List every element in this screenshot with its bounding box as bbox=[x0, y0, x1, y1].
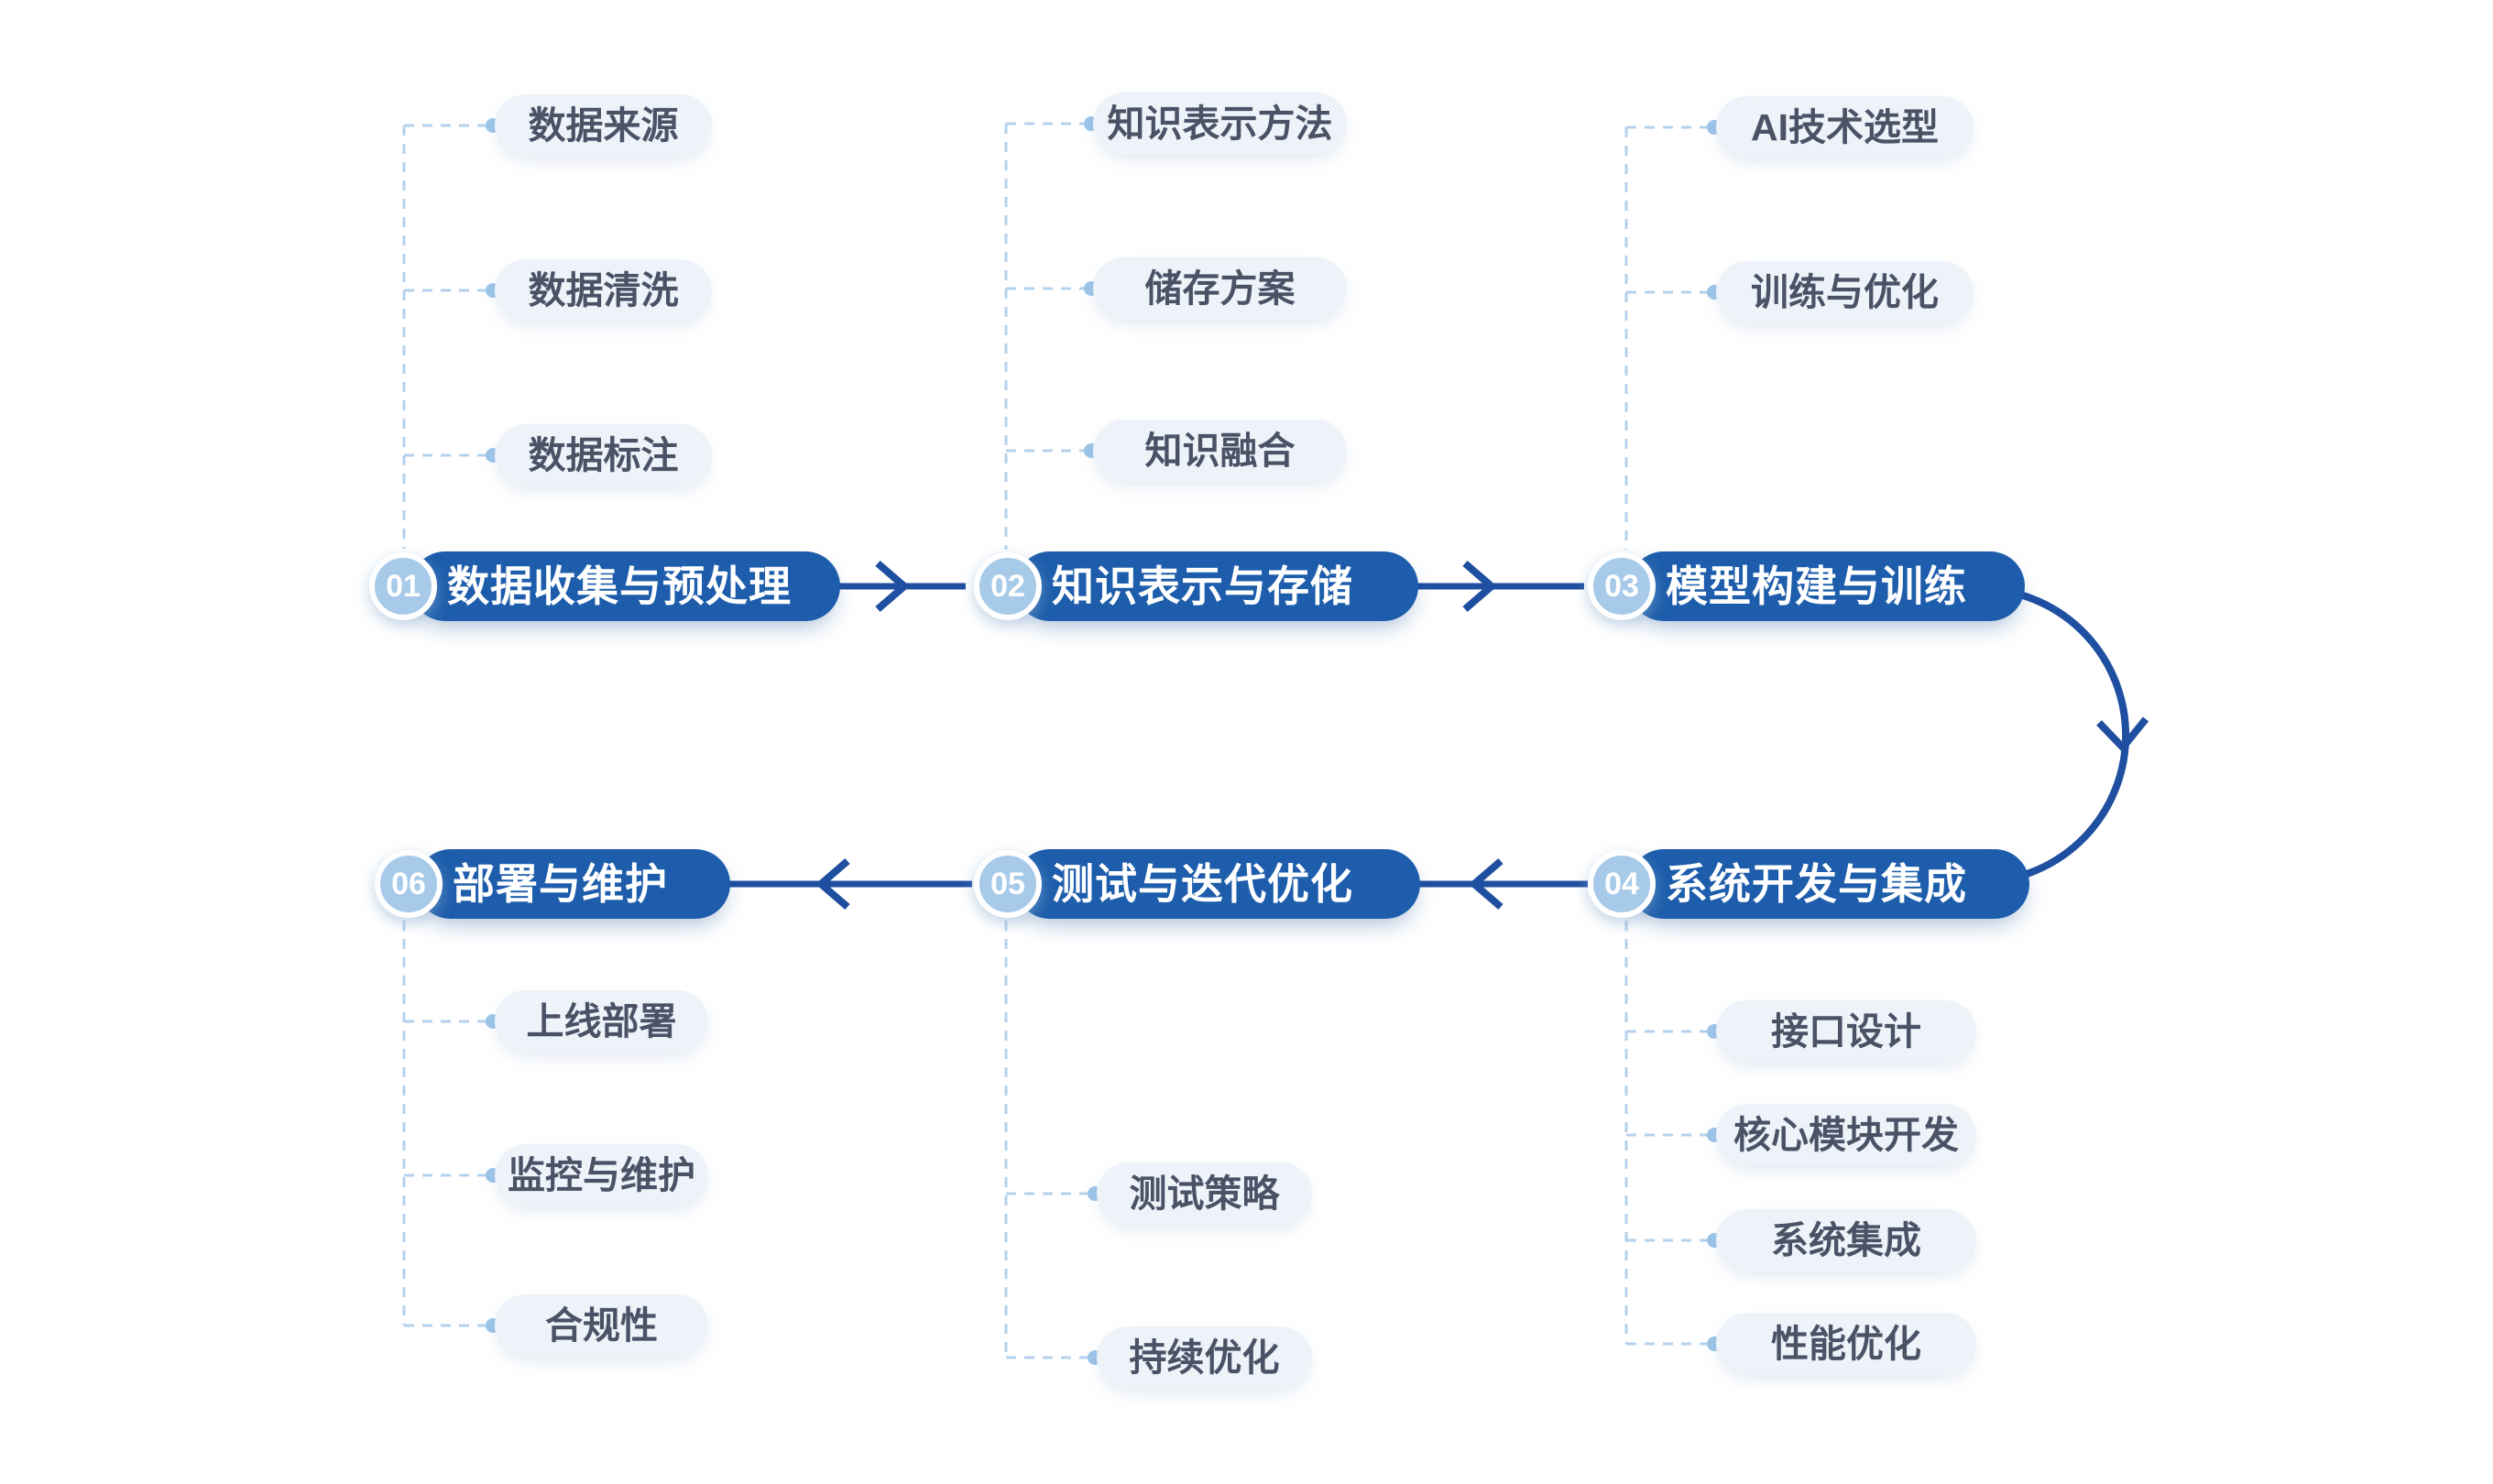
sub-item-pill: 接口设计 bbox=[1716, 1000, 1976, 1063]
stage-number-badge-04: 04 bbox=[1588, 850, 1656, 918]
stage-node-06-title: 部署与维护 bbox=[416, 849, 730, 919]
sub-item-pill: 上线部署 bbox=[495, 990, 708, 1053]
arrow-stage5-to-stage6 bbox=[695, 857, 972, 911]
dashed-connector-stage1-top bbox=[402, 124, 487, 549]
stage-node-03-title: 模型构建与训练 bbox=[1629, 551, 2025, 621]
sub-item-pill: 监控与维护 bbox=[495, 1144, 708, 1206]
dashed-connector-stage2-top bbox=[1004, 122, 1086, 550]
sub-item-pill: AI技术选型 bbox=[1716, 96, 1974, 158]
sub-item-pill: 数据清洗 bbox=[495, 259, 712, 322]
stage-node-04-title: 系统开发与集成 bbox=[1629, 849, 2029, 919]
stage-number-badge-06: 06 bbox=[375, 850, 443, 918]
curve-arrow-stage3-to-stage4 bbox=[1987, 585, 2149, 885]
stage-node-02-title: 知识表示与存储 bbox=[1015, 551, 1418, 621]
stage-node-05-title: 测试与迭代优化 bbox=[1015, 849, 1420, 919]
sub-item-pill: 数据来源 bbox=[495, 94, 712, 157]
sub-item-pill: 数据标注 bbox=[495, 424, 712, 486]
sub-item-pill: 性能优化 bbox=[1716, 1313, 1976, 1375]
sub-item-pill: 持续优化 bbox=[1097, 1326, 1312, 1389]
sub-item-pill: 储存方案 bbox=[1093, 257, 1347, 320]
sub-item-pill: 训练与优化 bbox=[1716, 261, 1974, 323]
stage-number-badge-01: 01 bbox=[369, 552, 437, 620]
sub-item-pill: 核心模块开发 bbox=[1716, 1104, 1976, 1166]
sub-item-pill: 知识表示方法 bbox=[1093, 93, 1347, 155]
sub-item-pill: 知识融合 bbox=[1093, 420, 1347, 482]
stage-node-01-title: 数据收集与预处理 bbox=[410, 551, 840, 621]
dashed-connector-stage3-top bbox=[1624, 125, 1709, 550]
sub-item-pill: 系统集成 bbox=[1716, 1209, 1976, 1271]
sub-item-pill: 测试策略 bbox=[1097, 1162, 1312, 1225]
stage-number-badge-05: 05 bbox=[974, 850, 1042, 918]
dashed-connector-stage4-bottom bbox=[1624, 921, 1709, 1346]
stage-number-badge-02: 02 bbox=[974, 552, 1042, 620]
dashed-connector-stage5-bottom bbox=[1004, 921, 1089, 1359]
sub-item-pill: 合规性 bbox=[495, 1294, 708, 1357]
dashed-connector-stage6-bottom bbox=[402, 921, 487, 1327]
stage-number-badge-03: 03 bbox=[1588, 552, 1656, 620]
